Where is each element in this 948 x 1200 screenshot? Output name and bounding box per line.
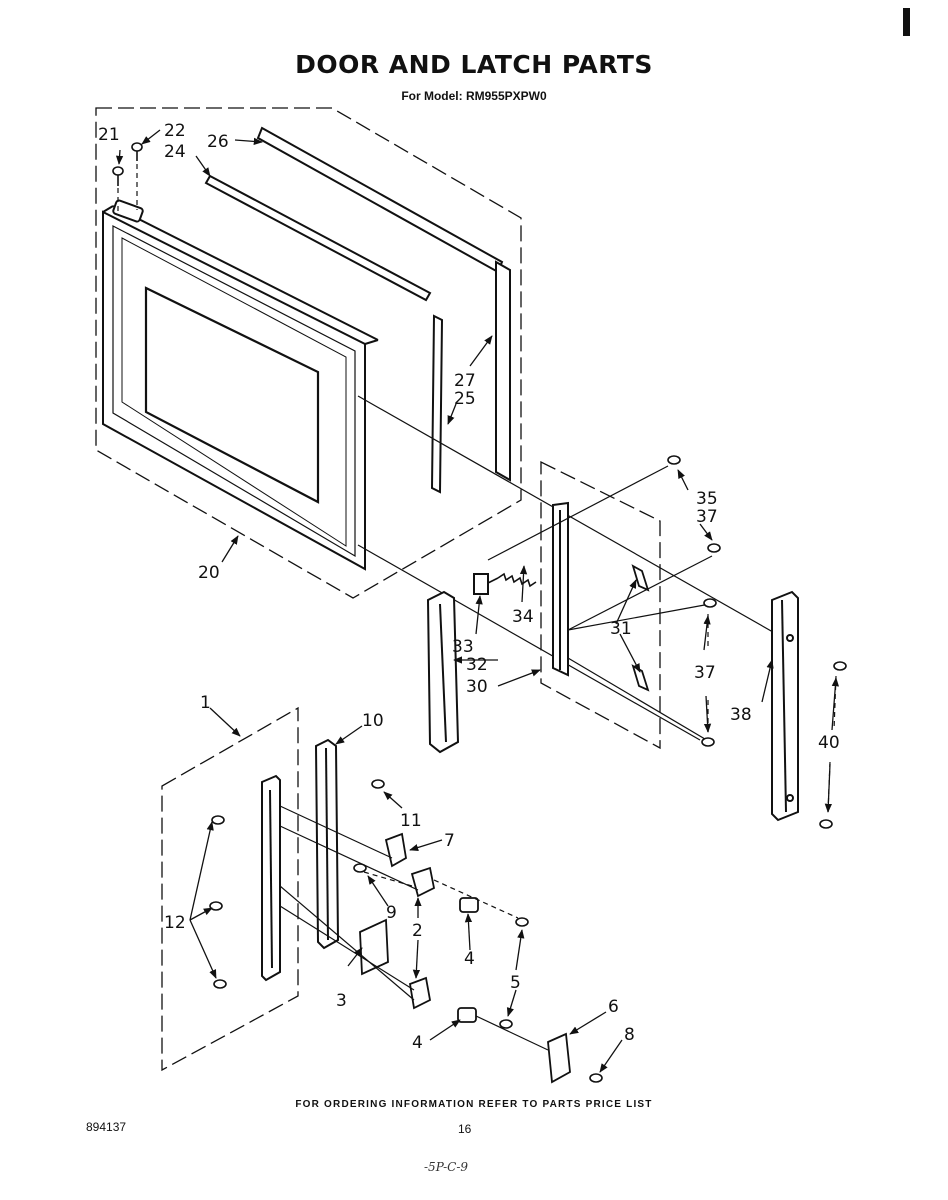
- interlock-frame: [261, 774, 281, 982]
- callout-labels: 21 22 24 26 27 25 20 35 37 34 31 33 32 3…: [98, 121, 840, 1053]
- switch-2-upper: [410, 866, 436, 898]
- callout-21: 21: [98, 125, 120, 145]
- callout-32: 32: [466, 655, 488, 675]
- callout-34: 34: [512, 607, 534, 627]
- callout-10: 10: [362, 711, 384, 731]
- door-choke-24: [204, 174, 432, 302]
- callout-27: 27: [454, 371, 476, 391]
- callout-33: 33: [452, 637, 474, 657]
- callout-3: 3: [336, 991, 347, 1011]
- callout-35: 35: [696, 489, 718, 509]
- switch-7: [384, 832, 407, 868]
- latch-group-dashed-boundary: [540, 460, 661, 750]
- door-hinge-pin-top: [112, 199, 144, 223]
- callout-20: 20: [198, 563, 220, 583]
- callout-30: 30: [466, 677, 488, 697]
- callout-40: 40: [818, 733, 840, 753]
- callout-24: 24: [164, 142, 186, 162]
- callout-6: 6: [608, 997, 619, 1017]
- callout-2: 2: [412, 921, 423, 941]
- screw-21: [112, 166, 124, 186]
- screw-35: [667, 455, 681, 465]
- document-number: 894137: [86, 1120, 127, 1134]
- callout-11: 11: [400, 811, 422, 831]
- screw-9: [353, 863, 367, 873]
- callout-5: 5: [510, 973, 521, 993]
- latch-hook-31: [631, 564, 650, 692]
- callout-22: 22: [164, 121, 186, 141]
- latch-handle-32: [426, 590, 460, 754]
- switch-2-lower: [408, 976, 432, 1010]
- callout-37-upper: 37: [696, 507, 718, 527]
- screw-22: [131, 142, 143, 161]
- door-frame: [102, 205, 379, 571]
- screw-8: [589, 1073, 603, 1083]
- callout-37-lower: 37: [694, 663, 716, 683]
- corner-registration-mark: [903, 8, 910, 36]
- latch-plate-30: [552, 501, 569, 677]
- page-title: DOOR AND LATCH PARTS: [295, 50, 653, 79]
- screw-12: [209, 815, 227, 989]
- door-assembly-group: [95, 107, 781, 741]
- page-number: 16: [458, 1122, 472, 1136]
- callout-31: 31: [610, 619, 632, 639]
- screw-37-a: [707, 543, 721, 553]
- screw-11: [371, 779, 385, 789]
- screw-37-b: [701, 598, 717, 747]
- switch-holder-4: [457, 897, 479, 1023]
- callout-38: 38: [730, 705, 752, 725]
- callout-1: 1: [200, 693, 211, 713]
- latch-lever-33: [473, 573, 489, 595]
- callout-25: 25: [454, 389, 476, 409]
- leader-lines: [115, 129, 840, 1073]
- callout-8: 8: [624, 1025, 635, 1045]
- latch-plate-group: [426, 460, 713, 754]
- interlock-bracket-10: [314, 738, 340, 950]
- door-group-dashed-boundary: [95, 107, 522, 599]
- screw-5: [499, 917, 529, 1029]
- model-subtitle: For Model: RM955PXPW0: [401, 89, 547, 103]
- callout-12: 12: [164, 913, 186, 933]
- door-seal-26: [256, 126, 511, 482]
- callout-4-upper: 4: [464, 949, 475, 969]
- latch-spring-34: [487, 572, 537, 588]
- interlock-group-dashed-boundary: [161, 706, 299, 1072]
- callout-9: 9: [386, 903, 397, 923]
- interlock-assembly-group: [161, 706, 603, 1084]
- door-choke-25: [430, 314, 444, 494]
- callout-7: 7: [444, 831, 455, 851]
- callout-26: 26: [207, 132, 229, 152]
- callout-4-lower: 4: [412, 1033, 423, 1053]
- screw-40: [819, 661, 847, 829]
- switch-6: [547, 1032, 571, 1084]
- handwritten-note: -5P-C-9: [424, 1160, 469, 1174]
- hinge-38: [771, 590, 799, 822]
- ordering-info-note: FOR ORDERING INFORMATION REFER TO PARTS …: [295, 1099, 653, 1110]
